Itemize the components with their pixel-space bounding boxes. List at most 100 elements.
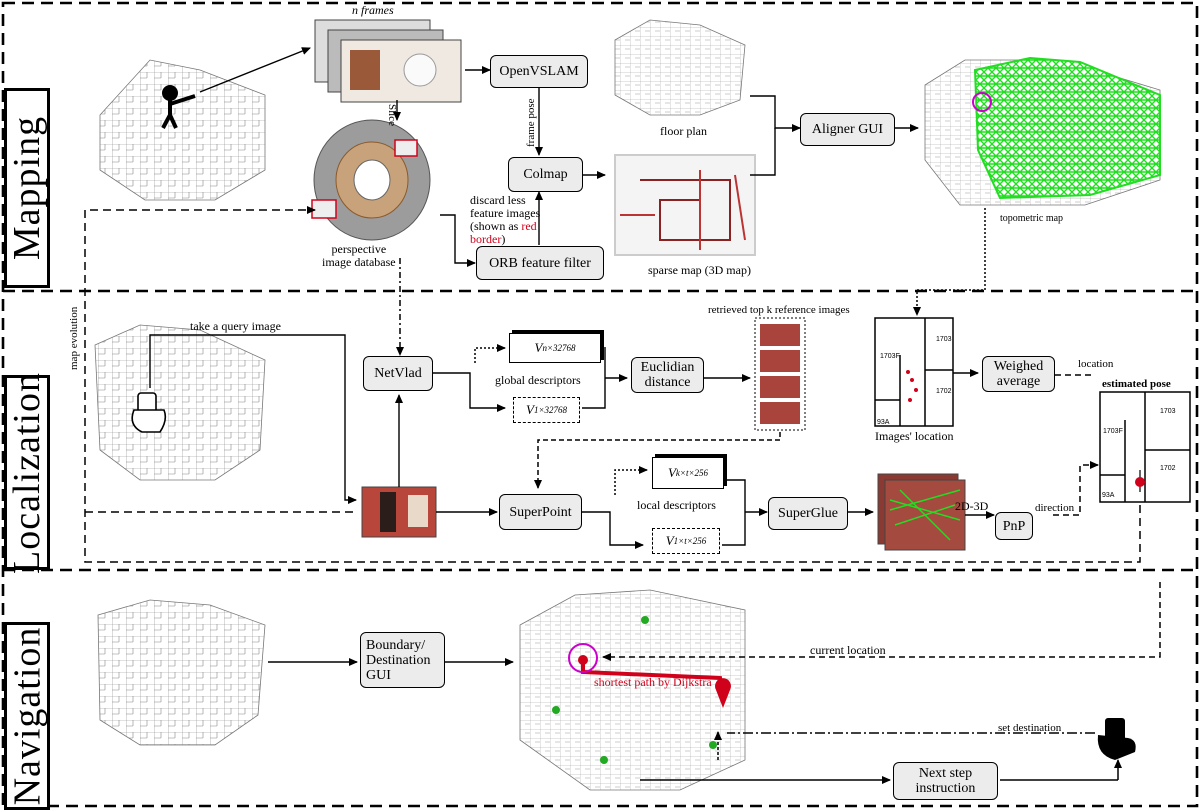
estimated-pose-map	[1099, 391, 1191, 503]
room-1703f: 1703F	[880, 353, 900, 360]
take-query-label: take a query image	[190, 319, 281, 333]
images-location-label: Images' location	[875, 429, 954, 443]
floor-plan-mapping	[99, 59, 266, 201]
discard-line2: feature images	[470, 206, 541, 220]
pnp-box: PnP	[995, 512, 1033, 540]
2d-3d-label: 2D-3D	[955, 499, 989, 513]
current-location-label: current location	[810, 643, 886, 657]
slice-label: Slice	[386, 104, 398, 126]
section-mapping-label: Mapping	[4, 88, 50, 288]
netvlad-box: NetVlad	[363, 356, 433, 391]
discard-line3: (shown as red	[470, 220, 540, 233]
connectors	[149, 47, 995, 784]
n-frames-stack	[314, 19, 462, 103]
map-evolution-label: map evolution	[68, 306, 80, 370]
person-mapping-icon	[161, 85, 196, 129]
pose-room-1703f: 1703F	[1103, 428, 1123, 435]
local-vector-base: V	[665, 533, 674, 548]
global-vector-base: V	[525, 402, 534, 417]
room-1703: 1703	[936, 336, 952, 343]
dijkstra-path-overlay	[552, 616, 731, 764]
boundary-line2: Destination	[366, 652, 431, 668]
global-descriptors-label: global descriptors	[495, 373, 581, 387]
set-destination-label: set destination	[998, 722, 1062, 734]
shortest-path-label: shortest path by Dijkstra	[594, 675, 712, 689]
pose-room-1702: 1702	[1160, 465, 1176, 472]
perspective-db-line1: perspective	[331, 242, 387, 256]
localization-title: Localization	[6, 371, 49, 574]
superglue-match-stack	[877, 473, 966, 551]
discard-red2: border	[470, 232, 502, 246]
discard-note: discard less feature images (shown as re…	[470, 194, 540, 246]
next-step-instruction-box: Next step instruction	[893, 762, 998, 800]
superpoint-box: SuperPoint	[499, 494, 582, 530]
room-93a: 93A	[877, 419, 890, 426]
next-step-line1: Next step	[918, 766, 973, 781]
images-location-map	[874, 317, 954, 427]
dashed-connectors	[84, 206, 1161, 781]
openvslam-box: OpenVSLAM	[490, 55, 588, 88]
frame-pose-label: frame pose	[525, 98, 537, 147]
orb-filter-box: ORB feature filter	[476, 246, 604, 280]
pose-room-93a: 93A	[1102, 492, 1115, 499]
weighed-line1: Weighed	[993, 359, 1044, 374]
local-matrix-sup: k×t×256	[675, 468, 709, 478]
phone-hand-query-icon	[131, 392, 167, 433]
aligner-gui-box: Aligner GUI	[800, 113, 895, 146]
room-1702: 1702	[936, 388, 952, 395]
direction-label: direction	[1035, 502, 1075, 514]
euclidian-line1: Euclidian	[640, 360, 695, 375]
boundary-line1: Boundary/	[366, 637, 426, 653]
sparse-map-label: sparse map (3D map)	[648, 263, 751, 277]
floor-plan-navigation	[97, 599, 266, 746]
floor-plan-dijkstra	[519, 589, 746, 791]
location-label: location	[1078, 358, 1114, 370]
next-step-line2: instruction	[915, 781, 976, 796]
global-matrix-base: V	[534, 340, 543, 355]
discard-line1: discard less	[470, 193, 526, 207]
global-matrix-sup: n×32768	[542, 343, 576, 353]
section-navigation-label: Navigation	[4, 622, 50, 810]
boundary-line3: GUI	[366, 667, 391, 683]
perspective-image-spiral	[311, 119, 431, 241]
floor-plan-query	[94, 324, 266, 481]
discard-line4: border)	[470, 233, 540, 246]
superglue-box: SuperGlue	[768, 497, 848, 530]
euclidian-box: Euclidian distance	[631, 357, 704, 393]
query-image	[361, 486, 437, 538]
topometric-highlight	[972, 92, 992, 112]
floor-plan-label: floor plan	[660, 124, 707, 138]
estimated-pose-label: estimated pose	[1102, 378, 1171, 390]
discard-close: )	[501, 232, 506, 246]
retrieved-images-stack	[754, 317, 806, 431]
weighed-average-box: Weighed average	[982, 356, 1055, 392]
colmap-box: Colmap	[508, 157, 583, 192]
local-matrix-base: V	[667, 465, 676, 480]
section-localization-label: Localization	[4, 372, 50, 573]
n-frames-label: n frames	[352, 3, 394, 17]
weighed-line2: average	[996, 374, 1041, 389]
sparse-map-image	[614, 154, 756, 256]
topometric-map-label: topometric map	[1000, 213, 1064, 224]
navigation-title: Navigation	[6, 626, 49, 806]
boundary-destination-gui-box: Boundary/ Destination GUI	[360, 632, 445, 688]
topometric-overlay	[973, 56, 1161, 200]
mapping-title: Mapping	[6, 115, 48, 261]
local-vector-sup: 1×t×256	[673, 536, 707, 546]
local-descriptors-label: local descriptors	[637, 498, 716, 512]
perspective-db-line2: image database	[322, 255, 396, 269]
perspective-db-label: perspective image database	[322, 243, 396, 269]
global-vector-sup: 1×32768	[533, 405, 568, 415]
pose-room-1703: 1703	[1160, 408, 1176, 415]
retrieved-label: retrieved top k reference images	[708, 304, 850, 316]
discard-red1: red	[521, 219, 537, 233]
discard-line3-text: (shown as	[470, 219, 519, 233]
phone-hand-nav-icon	[1097, 718, 1136, 760]
